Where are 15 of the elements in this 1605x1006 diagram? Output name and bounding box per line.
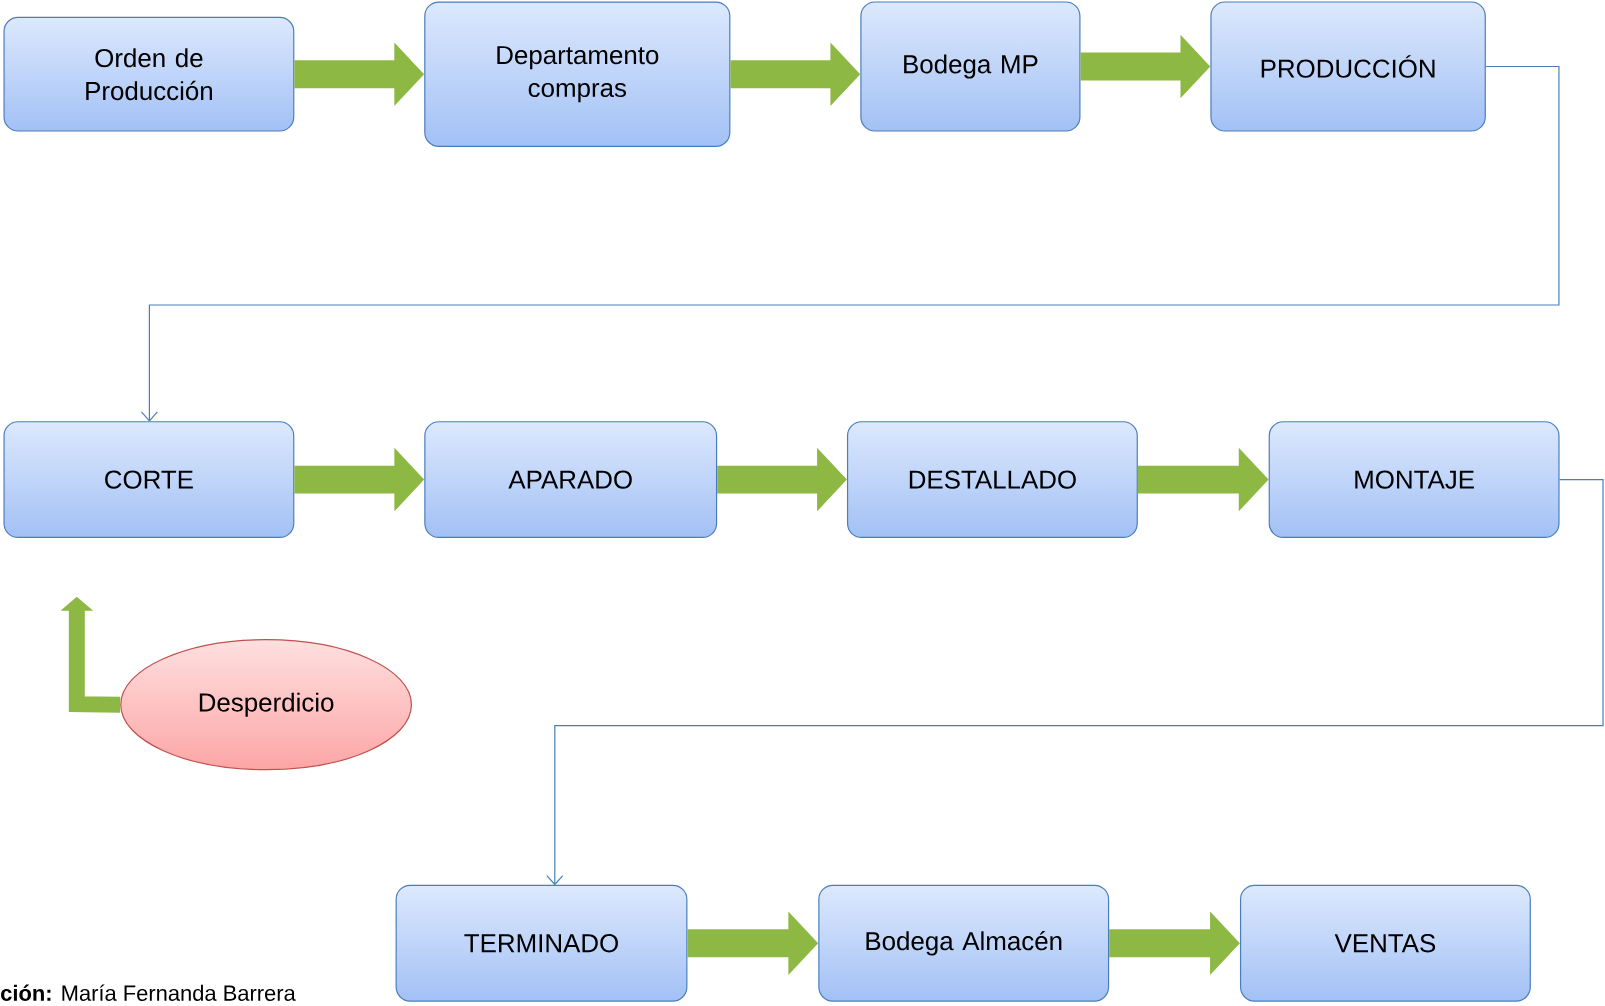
connector-arrow	[140, 65, 1560, 422]
note-text: ción: María Fernanda Barrera	[1, 984, 296, 1001]
connector-arrow	[546, 479, 1604, 886]
process-box: Bodega MP	[860, 1, 1081, 132]
process-box: PRODUCCIÓN	[1210, 1, 1486, 132]
process-box: Departamento compras	[424, 1, 731, 147]
process-box: APARADO	[424, 421, 718, 539]
process-box: VENTAS	[1239, 884, 1531, 1002]
process-box: TERMINADO	[395, 884, 688, 1002]
ellipse-node: Desperdicio	[120, 639, 413, 771]
process-box: CORTE	[3, 421, 295, 539]
process-box: Bodega Almacén	[818, 884, 1110, 1002]
process-box: MONTAJE	[1268, 421, 1560, 539]
process-box: DESTALLADO	[846, 421, 1138, 539]
process-box: Orden de Producción	[3, 16, 295, 132]
